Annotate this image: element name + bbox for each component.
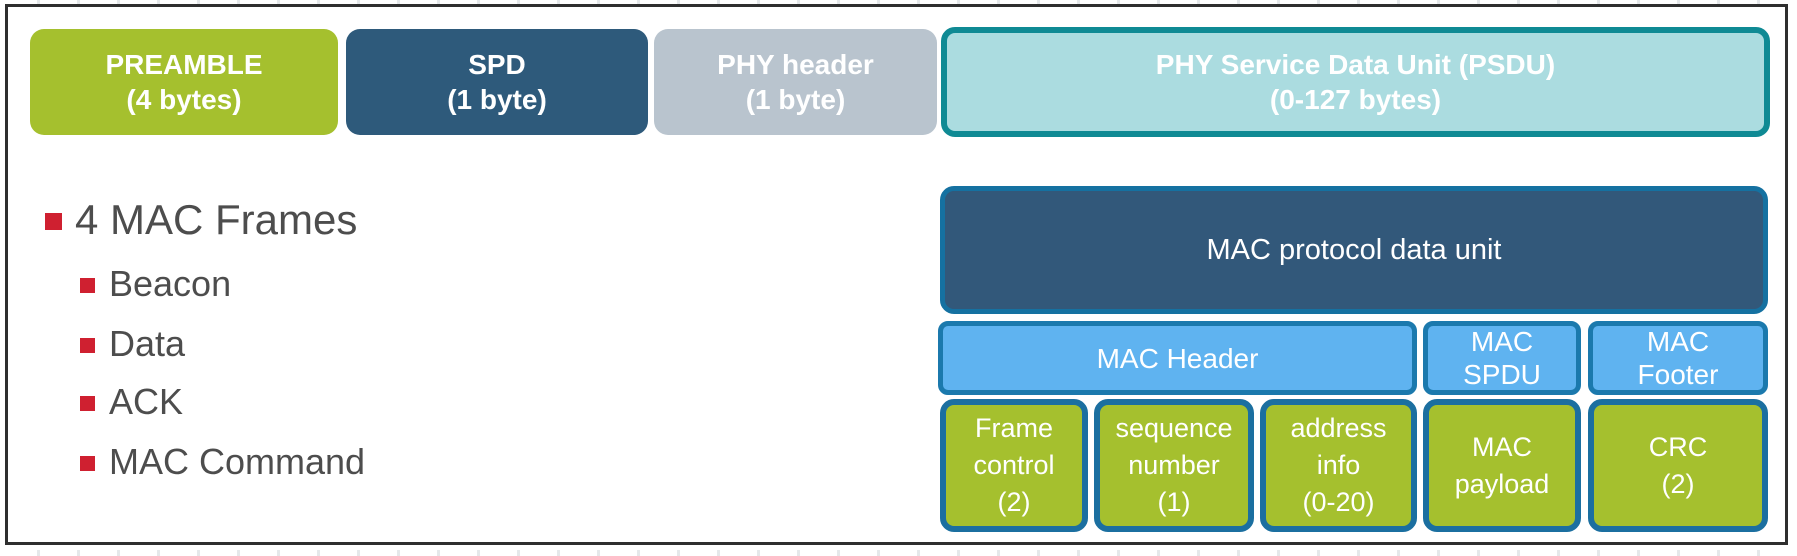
phy-header-title: PHY header <box>717 49 874 80</box>
mac-spdu-line2: SPDU <box>1463 359 1541 390</box>
crc-block: CRC (2) <box>1588 399 1768 532</box>
crc-line2: (2) <box>1661 468 1695 499</box>
list-item-ack: ACK <box>80 379 183 425</box>
frame-control-line2: control <box>973 450 1055 480</box>
mac-spdu-block: MAC SPDU <box>1423 321 1581 395</box>
frame-control-line3: (2) <box>997 487 1031 517</box>
mac-footer-line2: Footer <box>1637 359 1719 390</box>
bullet-square-icon <box>80 455 95 471</box>
address-info-line1: address <box>1290 413 1387 443</box>
mac-footer-line1: MAC <box>1646 326 1710 357</box>
frame-control-block: Frame control (2) <box>940 399 1088 532</box>
mpdu-block: MAC protocol data unit <box>940 186 1768 314</box>
spd-block: SPD (1 byte) <box>346 29 648 135</box>
bullet-square-icon <box>80 395 95 411</box>
preamble-block: PREAMBLE (4 bytes) <box>30 29 338 135</box>
sequence-number-line1: sequence <box>1115 413 1233 443</box>
psdu-block: PHY Service Data Unit (PSDU) (0-127 byte… <box>941 27 1770 137</box>
bullet-square-icon <box>45 212 62 230</box>
phy-header-size: (1 byte) <box>745 84 846 115</box>
mac-footer-block: MAC Footer <box>1588 321 1768 395</box>
mac-header-label: MAC Header <box>1096 342 1259 374</box>
list-item-label: 4 MAC Frames <box>75 196 358 243</box>
mac-payload-block: MAC payload <box>1423 399 1581 532</box>
list-item-label: MAC Command <box>109 441 366 482</box>
grid-ticks-top <box>0 0 1797 5</box>
list-item-data: Data <box>80 321 185 367</box>
preamble-size: (4 bytes) <box>126 84 242 115</box>
list-item-mac-frames: 4 MAC Frames <box>45 196 357 244</box>
mpdu-label: MAC protocol data unit <box>1206 233 1502 266</box>
sequence-number-line2: number <box>1128 450 1220 480</box>
address-info-line3: (0-20) <box>1302 487 1375 517</box>
grid-ticks-bottom <box>0 550 1797 556</box>
phy-header-block: PHY header (1 byte) <box>654 29 937 135</box>
sequence-number-block: sequence number (1) <box>1094 399 1254 532</box>
frame-control-line1: Frame <box>974 413 1053 443</box>
psdu-title: PHY Service Data Unit (PSDU) <box>1155 49 1556 80</box>
bullet-square-icon <box>80 337 95 353</box>
list-item-label: ACK <box>109 381 184 422</box>
mac-header-block: MAC Header <box>938 321 1417 395</box>
address-info-line2: info <box>1316 450 1361 480</box>
list-item-label: Beacon <box>109 263 232 304</box>
mac-payload-line1: MAC <box>1472 431 1532 462</box>
bullet-square-icon <box>80 277 95 293</box>
list-item-mac-command: MAC Command <box>80 439 365 485</box>
slide-border <box>5 4 1788 545</box>
crc-line1: CRC <box>1648 431 1708 462</box>
spd-size: (1 byte) <box>447 84 547 115</box>
preamble-title: PREAMBLE <box>105 49 263 80</box>
list-item-beacon: Beacon <box>80 261 231 307</box>
address-info-block: address info (0-20) <box>1260 399 1417 532</box>
psdu-size: (0-127 bytes) <box>1269 84 1442 115</box>
mac-spdu-line1: MAC <box>1470 326 1534 357</box>
list-item-label: Data <box>109 323 186 364</box>
spd-title: SPD <box>468 49 526 80</box>
mac-payload-line2: payload <box>1454 468 1550 499</box>
sequence-number-line3: (1) <box>1157 487 1191 517</box>
